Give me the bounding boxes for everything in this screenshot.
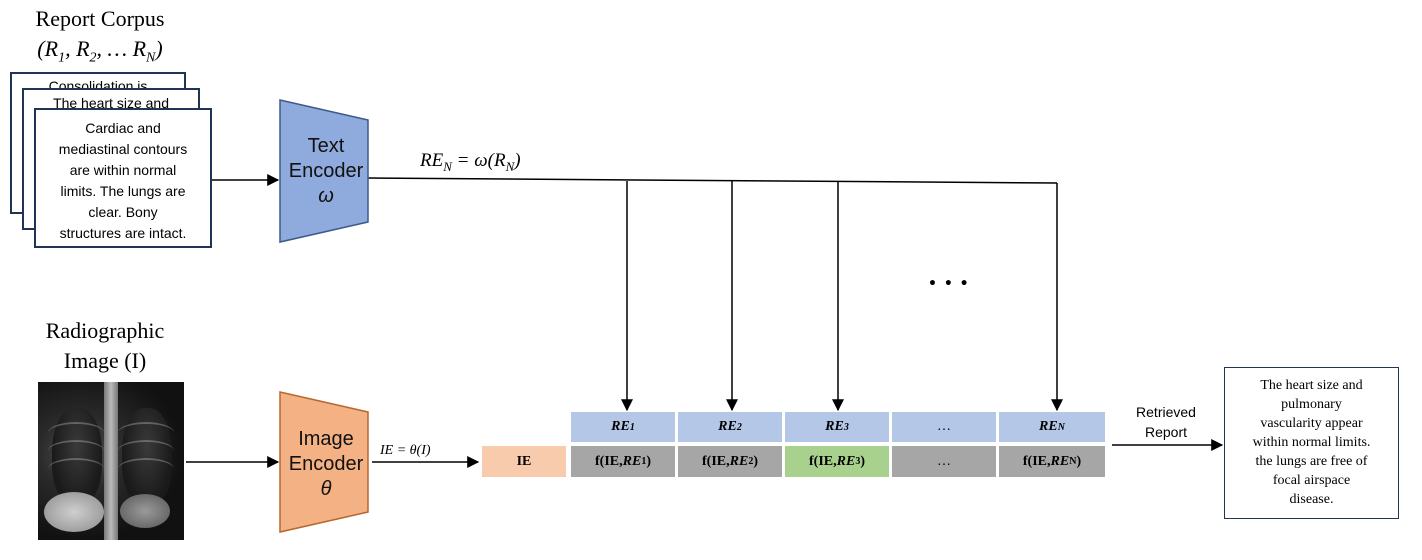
re-cell-ellipsis: … — [892, 412, 996, 442]
ie-cell: IE — [482, 446, 566, 477]
image-encoder-label: Image Encoder θ — [282, 427, 370, 502]
image-title: Radiographic Image (I) — [20, 316, 190, 376]
output-line-7: disease. — [1289, 492, 1334, 507]
text-encoder-line1: Text — [307, 135, 345, 157]
image-title-line1: Radiographic — [45, 318, 165, 343]
output-line-2: pulmonary — [1281, 397, 1342, 412]
text-encoder-label: Text Encoder ω — [282, 134, 370, 209]
retrieved-line2: Report — [1144, 424, 1188, 440]
corpus-doc-front-line-5: clear. Bony — [88, 204, 158, 220]
text-encoder-symbol: ω — [318, 185, 334, 207]
output-line-1: The heart size and — [1260, 378, 1363, 393]
f-cell-ellipsis: … — [892, 446, 996, 477]
output-line-4: within normal limits. — [1252, 435, 1371, 450]
re-formula: REN = ω(RN) — [420, 150, 521, 174]
encoder-output-line — [367, 177, 1058, 184]
corpus-title-line1: Report Corpus — [35, 6, 165, 31]
output-line-5: the lungs are free of — [1255, 454, 1368, 469]
text-encoder-shape — [279, 99, 369, 243]
ie-formula: IE = θ(I) — [380, 443, 431, 458]
retrieved-report-label: Retrieved Report — [1128, 402, 1204, 442]
retrieved-report-box: The heart size and pulmonary vascularity… — [1224, 367, 1399, 519]
retrieved-line1: Retrieved — [1136, 404, 1196, 420]
image-encoder-symbol: θ — [320, 478, 332, 500]
more-reports-dots: • • • — [928, 276, 970, 292]
output-line-3: vascularity appear — [1260, 416, 1363, 431]
corpus-doc-front: Cardiac and mediastinal contours are wit… — [34, 108, 212, 248]
chest-xray-image — [38, 382, 184, 540]
output-line-6: focal airspace — [1272, 473, 1351, 488]
corpus-doc-front-line-6: structures are intact. — [59, 225, 187, 241]
corpus-title-line2: (R1, R2, … RN) — [37, 36, 163, 66]
image-encoder-line2: Encoder — [288, 453, 364, 475]
text-encoder-line2: Encoder — [288, 160, 364, 182]
corpus-doc-front-line-4: limits. The lungs are — [60, 183, 186, 199]
image-title-line2: Image (I) — [63, 348, 147, 373]
corpus-title: Report Corpus (R1, R2, … RN) — [10, 4, 190, 73]
corpus-doc-back-2-text: The heart size and — [53, 95, 169, 111]
corpus-doc-front-line-3: are within normal — [69, 162, 177, 178]
image-encoder-line1: Image — [298, 428, 354, 450]
corpus-doc-front-line-2: mediastinal contours — [58, 141, 188, 157]
corpus-doc-front-line-1: Cardiac and — [85, 120, 161, 136]
image-encoder-shape — [279, 391, 369, 533]
